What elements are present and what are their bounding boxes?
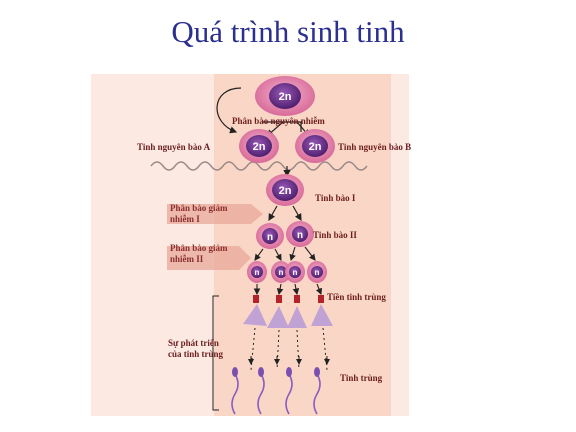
spermatid-1: n — [247, 261, 267, 283]
spermatogenesis-figure: 2n 2n 2n 2n n — [91, 74, 409, 416]
label-secondary-spermatocyte: Tinh bào II — [313, 230, 357, 240]
label-development: Sự phát triển của tinh trùng — [168, 338, 224, 359]
label-spermatid: Tiền tinh trùng — [327, 292, 386, 302]
cell-secondary-left-ploidy: n — [267, 232, 273, 243]
spermatid-head-1 — [253, 295, 259, 303]
cell-left-ploidy: 2n — [253, 141, 266, 153]
label-sperm: Tinh trùng — [340, 373, 383, 383]
developing-spermatids — [243, 304, 333, 328]
cell-secondary-right-ploidy: n — [297, 230, 303, 241]
primary-spermatocyte-cell: 2n — [266, 174, 304, 206]
meiosis-2-arrow — [167, 246, 251, 270]
spermatid-head-2 — [276, 295, 282, 303]
label-primary-spermatocyte: Tinh bào I — [315, 193, 356, 203]
label-mitosis: Phân bào nguyên nhiễm — [232, 116, 325, 126]
spermatogonium-top-cell: 2n — [255, 76, 315, 116]
svg-text:n: n — [255, 268, 260, 277]
spermatogenesis-diagram: 2n 2n 2n 2n n — [150, 76, 368, 415]
secondary-spermatocyte-right: n — [286, 221, 314, 247]
spermatid-3: n — [285, 261, 305, 283]
meiosis-1-arrow — [167, 204, 263, 224]
slide-title: Quá trình sinh tinh — [171, 14, 405, 49]
spermatogonium-a-cell: 2n — [239, 129, 279, 163]
cell-top-ploidy: 2n — [279, 91, 292, 103]
label-spermatogonium-b: Tinh nguyên bào B — [338, 142, 412, 152]
secondary-spermatocyte-left: n — [256, 223, 284, 249]
svg-text:n: n — [293, 268, 298, 277]
mitosis-split-arrow — [263, 121, 302, 132]
mature-sperm — [231, 373, 321, 415]
spermatogonium-b-cell: 2n — [295, 129, 335, 163]
label-meiosis-1: Phân bào giảm nhiễm I — [170, 203, 228, 224]
spermatid-head-3 — [294, 295, 300, 303]
basement-membrane — [150, 161, 368, 171]
svg-text:n: n — [315, 268, 320, 277]
spermatid-2: n — [271, 261, 291, 283]
label-spermatogonium-a: Tinh nguyên bào A — [137, 142, 211, 152]
spermatid-4: n — [307, 261, 327, 283]
mitosis-cycle-arrow — [216, 87, 242, 134]
svg-text:n: n — [279, 268, 284, 277]
spermatid-head-4 — [318, 295, 324, 303]
development-bracket — [212, 295, 219, 411]
cell-right-ploidy: 2n — [309, 141, 322, 153]
cell-primary-ploidy: 2n — [279, 185, 292, 197]
label-meiosis-2: Phân bào giảm nhiễm II — [170, 243, 228, 264]
